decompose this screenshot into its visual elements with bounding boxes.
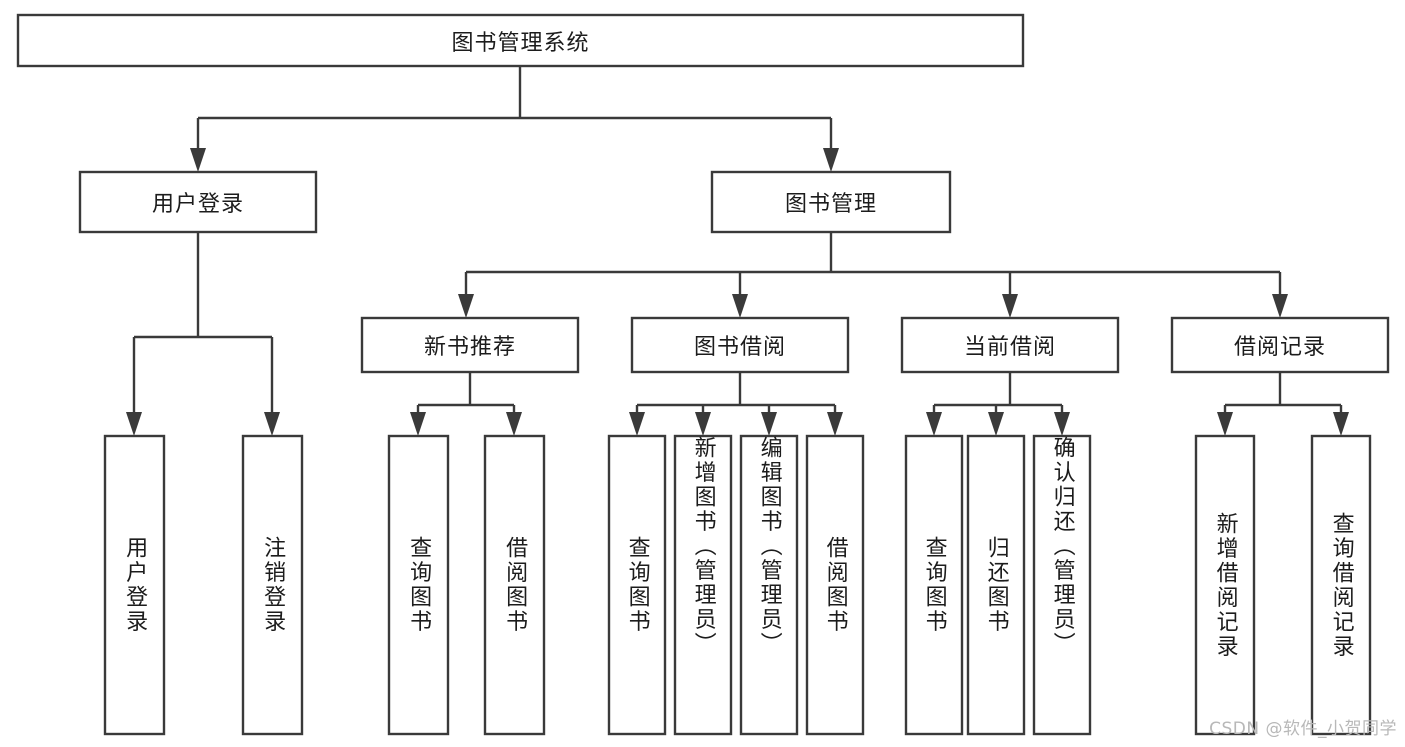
- arrow-bookmgmt-c2: [732, 294, 748, 318]
- connector-group-root: [190, 66, 839, 172]
- arrow-userlogin-child1: [126, 412, 142, 436]
- arrow-currentborrow-c2: [988, 412, 1004, 436]
- connector-group-userlogin: [126, 232, 280, 436]
- arrow-root-to-userlogin: [190, 148, 206, 172]
- arrow-newbook-c2: [506, 412, 522, 436]
- arrow-currentborrow-c1: [926, 412, 942, 436]
- node-box-borrow-record[interactable]: [1170, 316, 1390, 374]
- arrow-bookborrow-c2: [695, 412, 711, 436]
- arrow-bookborrow-c1: [629, 412, 645, 436]
- node-box-leaf-book-borrow-1[interactable]: [673, 434, 733, 736]
- connector-group-currentborrow: [926, 372, 1070, 436]
- node-box-leaf-borrow-record-1[interactable]: [1310, 434, 1372, 736]
- connector-group-newbook: [410, 372, 522, 436]
- node-box-leaf-user-login-1[interactable]: [241, 434, 304, 736]
- node-box-leaf-current-borrow-2[interactable]: [1032, 434, 1092, 736]
- node-box-root[interactable]: [16, 13, 1025, 68]
- node-box-leaf-user-login-0[interactable]: [103, 434, 166, 736]
- connector-group-borrowrecord: [1217, 372, 1349, 436]
- arrow-currentborrow-c3: [1054, 412, 1070, 436]
- arrow-borrowrecord-c2: [1333, 412, 1349, 436]
- node-box-book-management[interactable]: [710, 170, 952, 234]
- node-box-current-borrow[interactable]: [900, 316, 1120, 374]
- node-box-leaf-new-book-0[interactable]: [387, 434, 450, 736]
- node-box-leaf-borrow-record-0[interactable]: [1194, 434, 1256, 736]
- node-box-leaf-current-borrow-1[interactable]: [966, 434, 1026, 736]
- node-box-leaf-new-book-1[interactable]: [483, 434, 546, 736]
- node-box-user-login[interactable]: [78, 170, 318, 234]
- arrow-bookmgmt-c4: [1272, 294, 1288, 318]
- node-box-leaf-book-borrow-3[interactable]: [805, 434, 865, 736]
- arrow-userlogin-child2: [264, 412, 280, 436]
- arrow-root-to-bookmgmt: [823, 148, 839, 172]
- arrow-bookmgmt-c3: [1002, 294, 1018, 318]
- node-box-leaf-book-borrow-2[interactable]: [739, 434, 799, 736]
- arrow-bookborrow-c4: [827, 412, 843, 436]
- node-box-leaf-current-borrow-0[interactable]: [904, 434, 964, 736]
- node-box-leaf-book-borrow-0[interactable]: [607, 434, 667, 736]
- node-box-new-book-recommend[interactable]: [360, 316, 580, 374]
- arrow-newbook-c1: [410, 412, 426, 436]
- node-box-book-borrow[interactable]: [630, 316, 850, 374]
- arrow-borrowrecord-c1: [1217, 412, 1233, 436]
- connector-group-bookborrow: [629, 372, 843, 436]
- arrow-bookmgmt-c1: [458, 294, 474, 318]
- connector-group-bookmgmt: [458, 232, 1288, 318]
- arrow-bookborrow-c3: [761, 412, 777, 436]
